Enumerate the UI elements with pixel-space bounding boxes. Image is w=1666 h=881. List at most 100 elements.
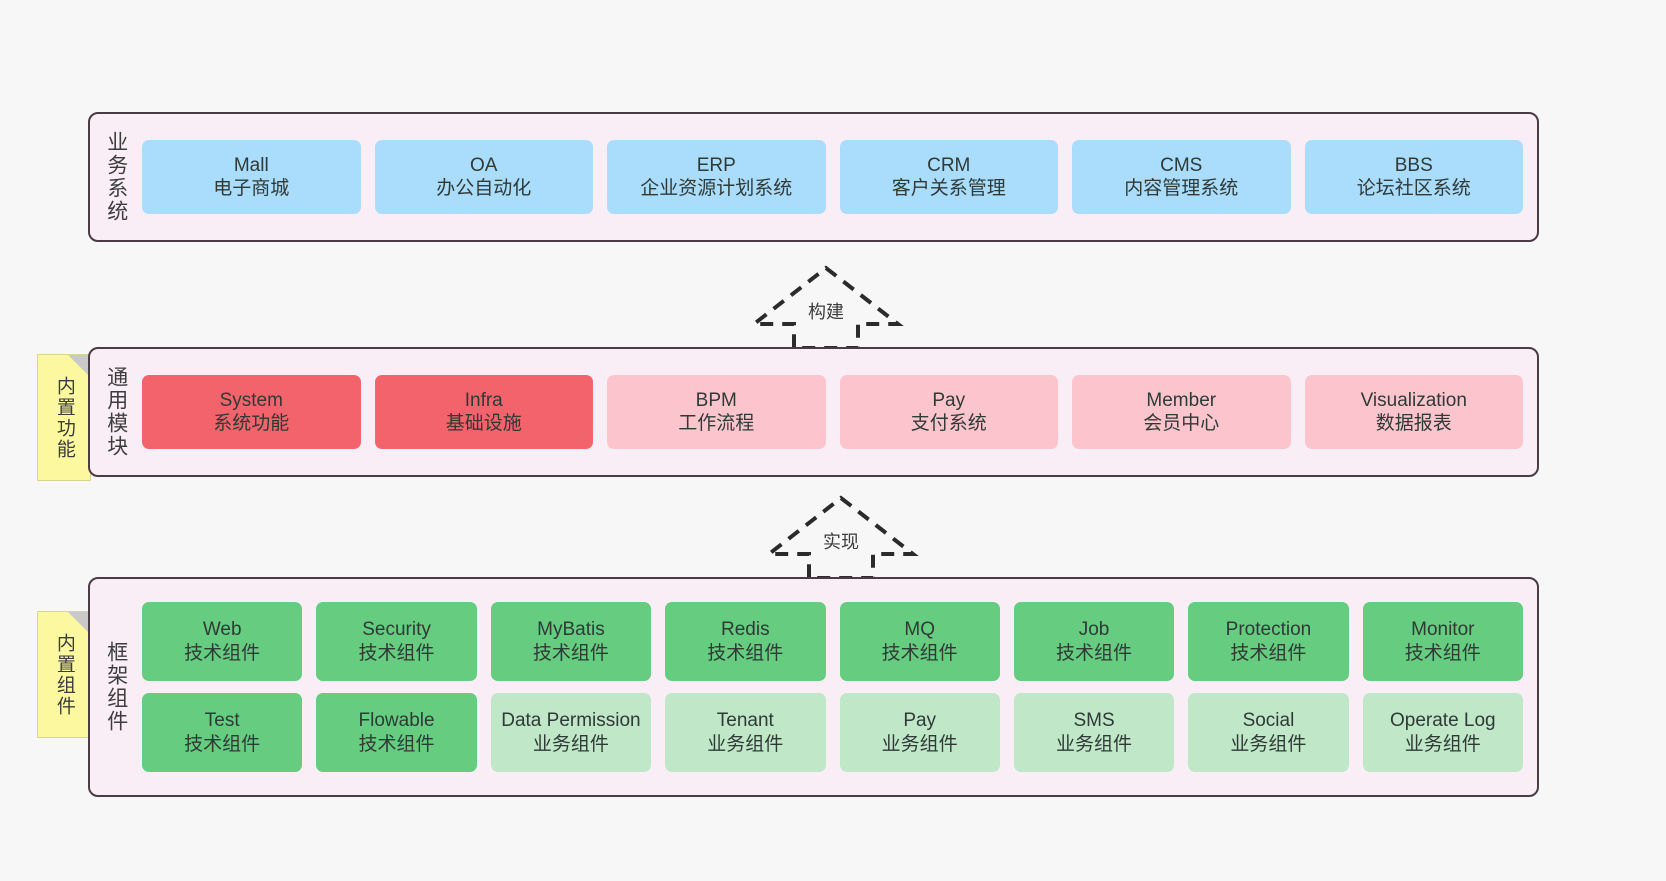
card-title: Job xyxy=(1078,619,1110,641)
card-title: Member xyxy=(1146,389,1217,411)
card-subtitle: 企业资源计划系统 xyxy=(640,178,793,199)
card-title: CMS xyxy=(1160,154,1203,176)
card-subtitle: 业务组件 xyxy=(1230,733,1307,755)
card-title: Visualization xyxy=(1360,389,1467,411)
connector-implement: 实现 xyxy=(761,492,921,580)
note-builtin-feature-label: 内置功能 xyxy=(53,375,75,460)
card-title: Pay xyxy=(903,710,937,732)
card-subtitle: 客户关系管理 xyxy=(891,178,1006,199)
layer-business-systems-label: 业务系统 xyxy=(104,131,128,223)
card-subtitle: 业务组件 xyxy=(532,733,609,755)
card-title: Infra xyxy=(464,389,503,411)
card-title: BPM xyxy=(695,389,737,411)
card-subtitle: 电子商城 xyxy=(213,178,290,199)
card-title: BBS xyxy=(1394,154,1433,176)
card-subtitle: 技术组件 xyxy=(184,642,261,664)
note-builtin-feature: 内置功能 xyxy=(37,354,91,481)
card-title: Test xyxy=(204,710,240,732)
card-title: Monitor xyxy=(1411,619,1475,641)
card-subtitle: 系统功能 xyxy=(213,413,290,434)
note-builtin-component: 内置组件 xyxy=(37,611,91,738)
card-title: CRM xyxy=(927,154,971,176)
card-subtitle: 办公自动化 xyxy=(436,178,532,199)
card-title: Social xyxy=(1242,710,1295,732)
card-title: Data Permission xyxy=(501,710,641,732)
card-subtitle: 工作流程 xyxy=(678,413,755,434)
card-subtitle: 技术组件 xyxy=(1404,642,1481,664)
card-subtitle: 基础设施 xyxy=(445,413,522,434)
card-title: SMS xyxy=(1073,710,1115,732)
card-subtitle: 业务组件 xyxy=(1404,733,1481,755)
card-subtitle: 业务组件 xyxy=(1056,733,1133,755)
card-title: Protection xyxy=(1225,619,1312,641)
card-subtitle: 论坛社区系统 xyxy=(1356,178,1471,199)
layer-framework-components-label: 框架组件 xyxy=(104,641,128,733)
card-title: MyBatis xyxy=(537,619,605,641)
card-subtitle: 技术组件 xyxy=(532,642,609,664)
card-subtitle: 技术组件 xyxy=(881,642,958,664)
card-title: Web xyxy=(202,619,242,641)
card-subtitle: 业务组件 xyxy=(881,733,958,755)
card-title: ERP xyxy=(696,154,736,176)
card-title: Mall xyxy=(233,154,269,176)
card-subtitle: 技术组件 xyxy=(1056,642,1133,664)
card-subtitle: 技术组件 xyxy=(358,733,435,755)
connector-build: 构建 xyxy=(746,262,906,350)
card-subtitle: 技术组件 xyxy=(707,642,784,664)
card-title: Redis xyxy=(721,619,770,641)
dashed-hollow-arrow-up-icon xyxy=(748,265,904,350)
card-title: Pay xyxy=(932,389,966,411)
layer-common-modules-label: 通用模块 xyxy=(104,366,128,458)
card-subtitle: 数据报表 xyxy=(1375,413,1452,434)
note-builtin-component-label: 内置组件 xyxy=(53,632,75,717)
card-title: Flowable xyxy=(358,710,435,732)
card-title: OA xyxy=(470,154,498,176)
card-title: MQ xyxy=(904,619,935,641)
card-subtitle: 技术组件 xyxy=(358,642,435,664)
card-subtitle: 业务组件 xyxy=(707,733,784,755)
card-title: Operate Log xyxy=(1389,710,1496,732)
card-title: Security xyxy=(362,619,431,641)
card-subtitle: 会员中心 xyxy=(1143,413,1220,434)
card-title: Tenant xyxy=(716,710,774,732)
dashed-hollow-arrow-up-icon xyxy=(763,495,919,580)
